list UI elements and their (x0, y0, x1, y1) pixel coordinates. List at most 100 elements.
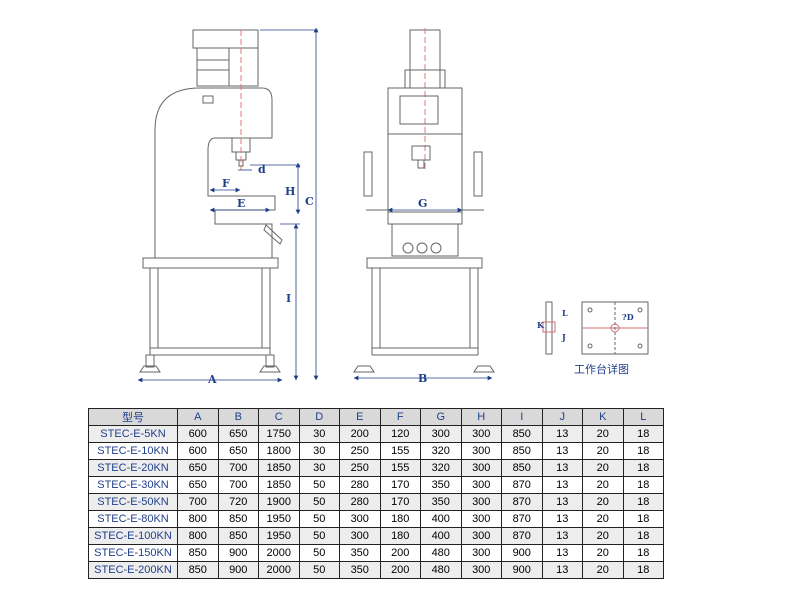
value-cell: 18 (622, 544, 664, 562)
value-cell: 300 (460, 476, 502, 494)
c-frame (154, 87, 276, 258)
value-cell: 18 (622, 425, 664, 443)
value-cell: 800 (177, 510, 219, 528)
worktable-detail (542, 301, 649, 355)
value-cell: 30 (298, 425, 340, 443)
value-cell: 700 (217, 459, 259, 477)
header-cell: J (541, 408, 583, 426)
value-cell: 13 (541, 425, 583, 443)
value-cell: 300 (339, 510, 381, 528)
value-cell: 1900 (258, 493, 300, 511)
value-cell: 600 (177, 425, 219, 443)
value-cell: 20 (582, 527, 624, 545)
value-cell: 1850 (258, 476, 300, 494)
value-cell: 18 (622, 493, 664, 511)
value-cell: 13 (541, 442, 583, 460)
label-K: K (537, 320, 545, 330)
label-L: L (562, 308, 568, 318)
value-cell: 850 (501, 425, 543, 443)
value-cell: 650 (177, 459, 219, 477)
value-cell: 1750 (258, 425, 300, 443)
value-cell: 480 (420, 561, 462, 579)
front-dimensions (353, 207, 493, 381)
value-cell: 155 (379, 442, 421, 460)
value-cell: 18 (622, 561, 664, 579)
label-E: E (237, 197, 245, 210)
value-cell: 20 (582, 442, 624, 460)
value-cell: 20 (582, 425, 624, 443)
value-cell: 280 (339, 493, 381, 511)
model-cell: STEC-E-80KN (88, 510, 178, 528)
value-cell: 650 (217, 442, 259, 460)
value-cell: 18 (622, 459, 664, 477)
value-cell: 170 (379, 493, 421, 511)
value-cell: 1950 (258, 510, 300, 528)
label-D: ?D (622, 312, 634, 322)
model-cell: STEC-E-20KN (88, 459, 178, 477)
label-A: A (207, 373, 217, 386)
value-cell: 250 (339, 442, 381, 460)
header-cell: F (379, 408, 421, 426)
value-cell: 300 (339, 527, 381, 545)
model-cell: STEC-E-50KN (88, 493, 178, 511)
value-cell: 50 (298, 493, 340, 511)
value-cell: 320 (420, 459, 462, 477)
header-cell: E (339, 408, 381, 426)
value-cell: 800 (177, 527, 219, 545)
value-cell: 13 (541, 493, 583, 511)
value-cell: 600 (177, 442, 219, 460)
value-cell: 480 (420, 544, 462, 562)
front-stand (366, 257, 483, 269)
label-I: I (286, 292, 291, 305)
value-cell: 350 (420, 476, 462, 494)
header-cell: D (298, 408, 340, 426)
value-cell: 1800 (258, 442, 300, 460)
value-cell: 180 (379, 527, 421, 545)
value-cell: 300 (460, 442, 502, 460)
value-cell: 13 (541, 527, 583, 545)
value-cell: 900 (217, 544, 259, 562)
value-cell: 850 (217, 510, 259, 528)
value-cell: 30 (298, 442, 340, 460)
value-cell: 50 (298, 476, 340, 494)
value-cell: 250 (339, 459, 381, 477)
label-J: J (561, 332, 566, 342)
label-G: G (418, 197, 427, 210)
value-cell: 20 (582, 510, 624, 528)
value-cell: 300 (460, 561, 502, 579)
header-cell: G (420, 408, 462, 426)
value-cell: 900 (501, 561, 543, 579)
header-cell: H (460, 408, 502, 426)
value-cell: 18 (622, 476, 664, 494)
value-cell: 850 (217, 527, 259, 545)
value-cell: 30 (298, 459, 340, 477)
model-cell: STEC-E-10KN (88, 442, 178, 460)
value-cell: 320 (420, 442, 462, 460)
header-cell: C (258, 408, 300, 426)
value-cell: 200 (379, 561, 421, 579)
label-C: C (305, 195, 314, 208)
value-cell: 155 (379, 459, 421, 477)
worktable-caption: 工作台详图 (574, 362, 629, 376)
value-cell: 13 (541, 476, 583, 494)
press-dimension-drawing: A E F d H C I B (137, 27, 649, 386)
value-cell: 700 (177, 493, 219, 511)
model-cell: STEC-E-150KN (88, 544, 178, 562)
label-H: H (285, 185, 295, 198)
value-cell: 200 (379, 544, 421, 562)
value-cell: 50 (298, 527, 340, 545)
value-cell: 50 (298, 561, 340, 579)
header-cell: 型号 (88, 408, 178, 426)
value-cell: 300 (460, 459, 502, 477)
model-cell: STEC-E-200KN (88, 561, 178, 579)
value-cell: 900 (217, 561, 259, 579)
value-cell: 2000 (258, 544, 300, 562)
